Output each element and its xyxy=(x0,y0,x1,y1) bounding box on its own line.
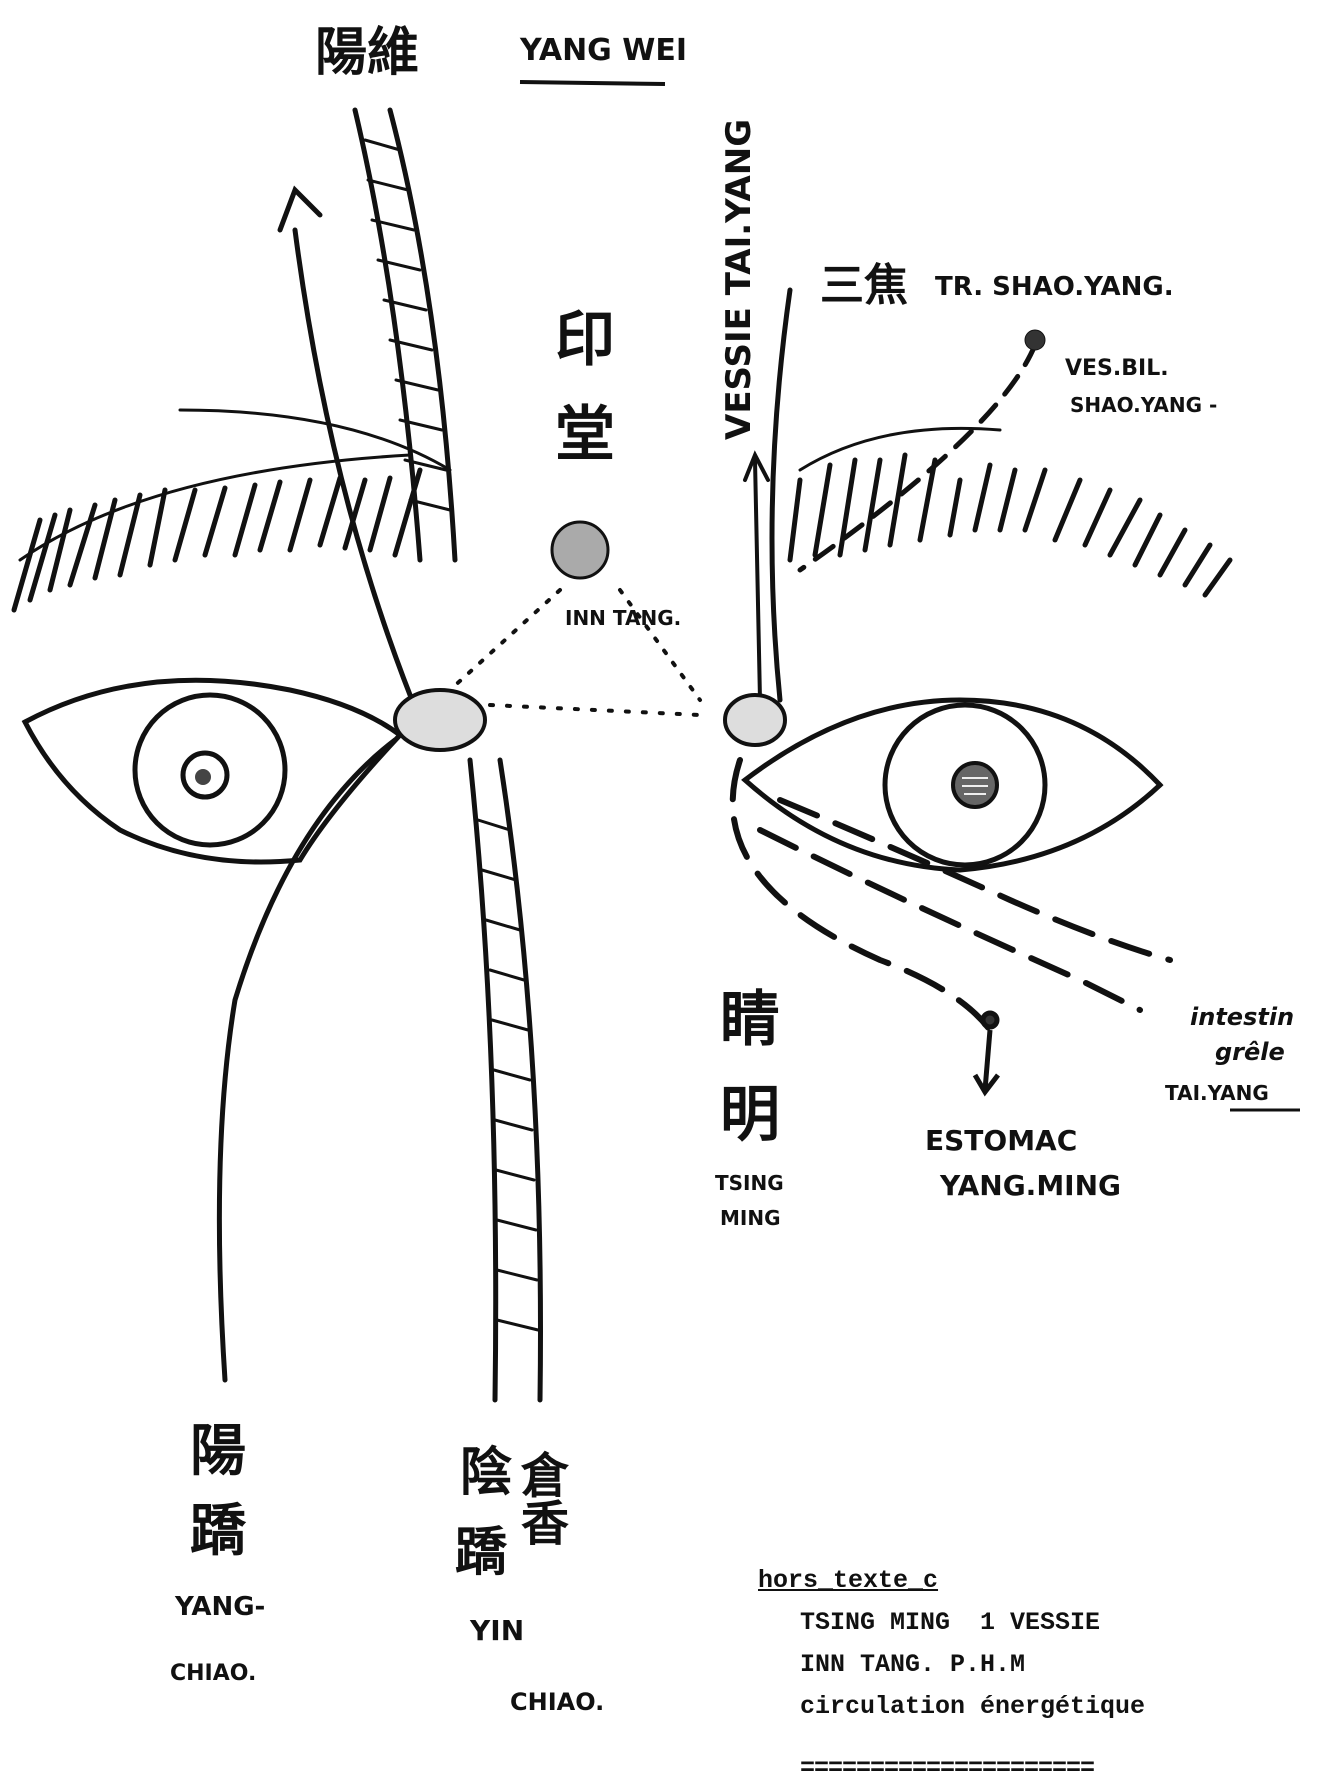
vessie-channel xyxy=(725,290,1045,745)
caption-block: hors_texte_c TSING MING 1 VESSIE INN TAN… xyxy=(758,1560,1298,1790)
yang-chiao-line1: YANG- xyxy=(174,1592,265,1622)
meridian-channels xyxy=(219,110,540,1400)
yang-chiao-line2: CHIAO. xyxy=(170,1661,256,1686)
yin-chiao-line1: YIN xyxy=(469,1614,524,1647)
label-yang-wei: 陽維 YANG WEI xyxy=(315,23,687,84)
tsing-ming-line2: MING xyxy=(720,1206,781,1230)
yin-chiao-cjk-1: 陰 xyxy=(460,1443,512,1503)
yin-chiao-line2: CHIAO. xyxy=(510,1688,604,1716)
caption-ref: hors_texte_c xyxy=(758,1560,1298,1602)
right-eyebrow xyxy=(790,428,1230,595)
intestin-line1: intestin xyxy=(1190,1003,1294,1031)
dashed-channels xyxy=(733,760,1170,1030)
vessie-tai-yang-text: VESSIE TAI.YANG xyxy=(719,119,759,440)
left-eyebrow xyxy=(14,410,450,610)
label-estomac: ESTOMAC YANG.MING xyxy=(925,1124,1121,1202)
inn-tang-cjk-2: 堂 xyxy=(555,400,615,470)
label-yang-chiao: 陽 蹻 YANG- CHIAO. xyxy=(170,1419,265,1686)
estomac-line1: ESTOMAC xyxy=(925,1124,1077,1157)
yin-chiao-cjk-2: 蹻 xyxy=(455,1523,508,1583)
inn-tang-cjk-1: 印 xyxy=(555,305,615,375)
caption-rule: ===================== xyxy=(758,1748,1298,1790)
label-intestin-grele: intestin grêle TAI.YANG xyxy=(1165,1003,1300,1110)
yang-chiao-cjk-1: 陽 xyxy=(190,1419,246,1484)
intestin-line3: TAI.YANG xyxy=(1165,1081,1269,1105)
yang-wei-cjk: 陽維 xyxy=(315,23,419,83)
label-inn-tang-cjk: 印 堂 INN TANG. xyxy=(555,305,681,630)
left-eye xyxy=(25,680,400,862)
right-eye xyxy=(745,700,1160,870)
estomac-line2: YANG.MING xyxy=(939,1169,1121,1202)
intestin-line2: grêle xyxy=(1215,1038,1285,1066)
tr-shao-yang-text: TR. SHAO.YANG. xyxy=(935,272,1174,302)
ves-bil-line2: SHAO.YANG - xyxy=(1070,393,1217,417)
caption-line1: TSING MING 1 VESSIE xyxy=(758,1602,1298,1644)
label-yin-chiao: 陰 蹻 倉香 YIN CHIAO. xyxy=(455,1443,604,1716)
tsing-ming-line1: TSING xyxy=(715,1171,784,1195)
label-tr-shao-yang: 三焦 TR. SHAO.YANG. xyxy=(820,260,1174,311)
label-tsing-ming: 睛 明 TSING MING xyxy=(715,985,784,1230)
ves-bil-line1: VES.BIL. xyxy=(1065,356,1169,381)
caption-line2: INN TANG. P.H.M xyxy=(758,1644,1298,1686)
inn-tang-text: INN TANG. xyxy=(565,606,681,630)
san-jiao-cjk: 三焦 xyxy=(820,260,908,311)
yang-chiao-cjk-2: 蹻 xyxy=(190,1499,247,1564)
tsing-ming-cjk-1: 睛 xyxy=(720,985,780,1055)
estomac-pointer xyxy=(975,1013,998,1092)
label-ves-bil: VES.BIL. SHAO.YANG - xyxy=(1065,356,1217,417)
tsing-ming-cjk-2: 明 xyxy=(720,1080,780,1150)
yang-wei-text: YANG WEI xyxy=(519,33,687,68)
label-vessie-tai-yang: VESSIE TAI.YANG xyxy=(719,119,759,440)
cang-cjk: 倉香 xyxy=(512,1450,570,1546)
eye-meridian-diagram: 陽維 YANG WEI VESSIE TAI.YANG 印 堂 INN TANG… xyxy=(0,0,1328,1738)
caption-line3: circulation énergétique xyxy=(758,1686,1298,1728)
